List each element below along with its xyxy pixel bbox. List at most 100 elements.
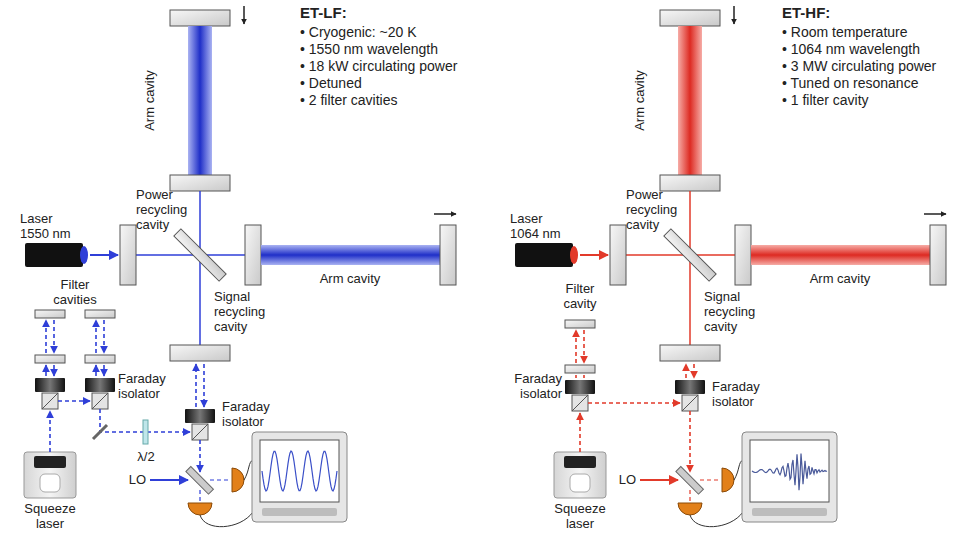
faraday-isolator: [185, 409, 215, 423]
arm-beam: [261, 245, 440, 265]
oscilloscope-base: [752, 508, 827, 516]
detector-beam: [700, 479, 720, 480]
squeezed-beam: [199, 440, 201, 472]
part-label: λ/2: [137, 450, 154, 465]
photodetector: [232, 468, 244, 492]
mirror: [35, 355, 65, 363]
laser-aperture: [80, 246, 88, 264]
squeezed-beam: [45, 320, 47, 353]
part-label: Faraday isolator: [712, 380, 782, 410]
laser-unit: Squeeze laser: [548, 450, 612, 532]
squeezed-beam: [95, 365, 97, 376]
laser-unit: Squeeze laser: [18, 450, 82, 532]
squeezed-beam: [689, 411, 691, 472]
part-label: Power recycling cavity: [626, 188, 688, 233]
part-label: Arm cavity: [320, 272, 381, 287]
part-label: LO: [619, 473, 636, 488]
arm-beam: [188, 26, 212, 175]
waveform: [262, 451, 337, 491]
motion-arrow: [434, 213, 456, 215]
laser-label: Laser 1064 nm: [510, 212, 574, 242]
spec-bullet: • Tuned on resonance: [782, 75, 918, 91]
detector-beam: [689, 490, 690, 502]
panel-heading: ET-LF:: [300, 4, 347, 21]
part-label: Faraday isolator: [500, 372, 562, 402]
mirror: [660, 175, 720, 191]
oscilloscope: [742, 432, 837, 522]
arm-beam: [678, 26, 702, 175]
faraday-isolator: [675, 380, 705, 394]
beam-line: [689, 191, 691, 345]
panel-heading: ET-HF:: [782, 4, 830, 21]
motion-arrow: [733, 6, 735, 24]
beamsplitter-cube: [42, 393, 58, 409]
half-wave-plate: [143, 420, 148, 444]
faraday-isolator: [35, 378, 65, 392]
laser-label: Squeeze laser: [18, 502, 82, 532]
squeezed-beam: [53, 320, 55, 353]
mirror: [85, 355, 115, 363]
squeezed-beam: [203, 364, 205, 407]
squeezed-beam: [685, 364, 687, 378]
squeeze-laser: [554, 452, 606, 498]
mirror: [170, 10, 230, 26]
squeezed-beam: [693, 364, 695, 378]
squeezed-beam: [575, 330, 577, 363]
part-label: Signal recycling cavity: [214, 290, 284, 335]
laser-aperture: [570, 246, 578, 264]
mirror: [930, 225, 946, 285]
squeeze-laser-body: [40, 474, 60, 492]
squeezed-beam: [103, 365, 105, 376]
waveform: [752, 454, 827, 491]
laser-body: [515, 243, 573, 267]
arm-beam: [751, 245, 930, 265]
mirror: [170, 175, 230, 191]
oscilloscope-screen: [260, 440, 339, 502]
mirror: [85, 310, 115, 318]
spec-bullet: • 1064 nm wavelength: [782, 41, 920, 57]
cube-diagonal: [42, 393, 58, 409]
spec-bullet: • 18 kW circulating power: [300, 58, 457, 74]
squeeze-laser-head: [564, 456, 596, 468]
detector-beam: [210, 479, 230, 480]
part-label: Arm cavity: [810, 272, 871, 287]
mirror: [440, 225, 456, 285]
spec-bullet: • 2 filter cavities: [300, 92, 398, 108]
squeeze-laser-body: [570, 474, 590, 492]
local-oscillator-beam: [150, 479, 188, 481]
beam-line: [136, 254, 245, 256]
motion-arrow: [924, 213, 946, 215]
spec-bullet: • 1 filter cavity: [782, 92, 869, 108]
cube-diagonal: [682, 395, 698, 411]
beamsplitter-cube: [682, 395, 698, 411]
beamsplitter: [664, 229, 716, 281]
local-oscillator-beam: [640, 479, 678, 481]
part-label: Arm cavity: [633, 70, 648, 131]
part-label: Filter cavity: [553, 282, 608, 312]
detector-wire: [690, 512, 743, 527]
beamsplitter-cube: [192, 424, 208, 440]
squeezed-beam: [49, 411, 51, 452]
squeezed-beam: [583, 330, 585, 363]
laser-unit: Laser 1550 nm: [20, 212, 84, 270]
laser-label: Squeeze laser: [548, 502, 612, 532]
spec-bullet: • Cryogenic: ~20 K: [300, 24, 417, 40]
beam-line: [626, 254, 735, 256]
spec-bullet: • 3 MW circulating power: [782, 58, 936, 74]
squeezed-beam: [588, 402, 680, 404]
photodetector: [722, 468, 734, 492]
mirror: [35, 310, 65, 318]
faraday-isolator: [85, 378, 115, 392]
photodetector: [678, 503, 702, 515]
mirror: [610, 225, 626, 285]
squeezed-beam: [58, 400, 90, 402]
squeezed-beam: [583, 375, 585, 378]
spec-bullet: • Room temperature: [782, 24, 908, 40]
part-label: LO: [129, 473, 146, 488]
beamsplitter-cube: [572, 395, 588, 411]
mirror: [245, 225, 261, 285]
photodetector: [188, 503, 212, 515]
squeezed-beam: [103, 320, 105, 353]
part-label: Faraday isolator: [222, 400, 292, 430]
laser-body: [25, 243, 83, 267]
